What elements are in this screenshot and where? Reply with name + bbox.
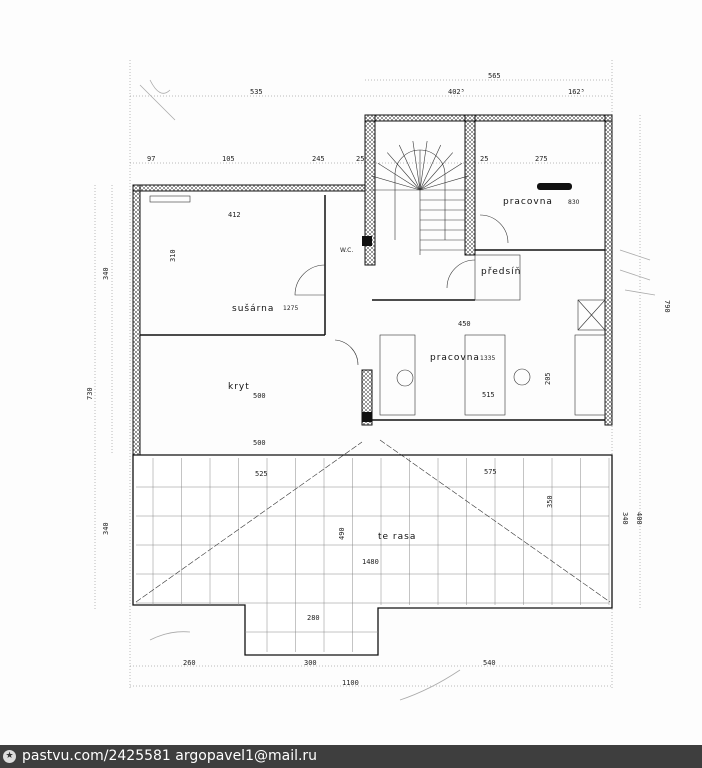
dim-310: 310: [169, 249, 177, 262]
stair-tread: [419, 152, 453, 191]
dim-right-340: 340: [621, 512, 629, 525]
dim-450: 450: [458, 320, 471, 328]
dim-left-730: 730: [86, 387, 94, 400]
dim-535: 535: [250, 88, 263, 96]
stair-tread: [419, 162, 463, 191]
room-kryt: kryt: [228, 382, 250, 392]
dim-500b: 500: [253, 439, 266, 447]
doors: [294, 214, 509, 366]
dim-280: 280: [307, 614, 320, 622]
room-pracovna-top: pracovna: [503, 197, 553, 207]
stair-tread: [398, 144, 421, 191]
dim-500: 500: [253, 392, 266, 400]
dim-4025: 402⁵: [448, 88, 465, 96]
room-susarna: sušárna: [232, 303, 274, 314]
stair-tread: [412, 140, 421, 191]
dim-525: 525: [255, 470, 268, 478]
dim-350: 350: [546, 495, 554, 508]
room-terasa: te rasa: [378, 532, 416, 542]
stair-tread: [371, 175, 421, 191]
dim-1100: 1100: [342, 679, 359, 687]
stair-tread: [419, 140, 428, 191]
stair-tread: [419, 175, 469, 191]
dim-1480: 1480: [362, 558, 379, 566]
room-predsin: předsíň: [481, 266, 521, 277]
dim-515: 515: [482, 391, 495, 399]
dim-260: 260: [183, 659, 196, 667]
room-susarna-area: 1275: [283, 305, 298, 312]
pencil-annotations: [139, 79, 656, 701]
dim-275: 275: [535, 155, 548, 163]
room-pracovna-top-area: 830: [568, 199, 580, 206]
watermark-bar: ★ pastvu.com/2425581 argopavel1@mail.ru: [0, 745, 702, 768]
watermark-text: pastvu.com/2425581 argopavel1@mail.ru: [22, 748, 318, 764]
dim-97: 97: [147, 155, 155, 163]
room-pracovna-main-area: 1335: [480, 355, 495, 362]
dim-575: 575: [484, 468, 497, 476]
terrace: [132, 439, 613, 656]
dim-205: 205: [544, 372, 552, 385]
dim-245: 245: [312, 155, 325, 163]
star-icon: ★: [3, 750, 16, 763]
dim-490: 490: [338, 527, 346, 540]
dim-25b: 25: [480, 155, 488, 163]
dim-540: 540: [483, 659, 496, 667]
room-pracovna-main: pracovna: [430, 353, 480, 363]
dim-left-340b: 340: [102, 522, 110, 535]
dim-25a: 25: [356, 155, 364, 163]
dim-1625: 162⁵: [568, 88, 585, 96]
building-walls: [132, 114, 613, 456]
dim-left-340: 340: [102, 267, 110, 280]
staircase: [370, 140, 470, 255]
dim-105: 105: [222, 155, 235, 163]
room-wc: W.C.: [340, 247, 353, 254]
stair-tread: [387, 152, 421, 191]
labels: 535 565 402⁵ 162⁵ 97 105 245 25 25 275 4…: [86, 72, 671, 687]
dim-right-790: 790: [663, 300, 671, 313]
dim-300: 300: [304, 659, 317, 667]
dim-right-400: 400: [635, 512, 643, 525]
floor-plan: 535 565 402⁵ 162⁵ 97 105 245 25 25 275 4…: [86, 60, 671, 701]
dim-412: 412: [228, 211, 241, 219]
dim-565: 565: [488, 72, 501, 80]
stair-tread: [419, 144, 442, 191]
stair-tread: [377, 162, 421, 191]
